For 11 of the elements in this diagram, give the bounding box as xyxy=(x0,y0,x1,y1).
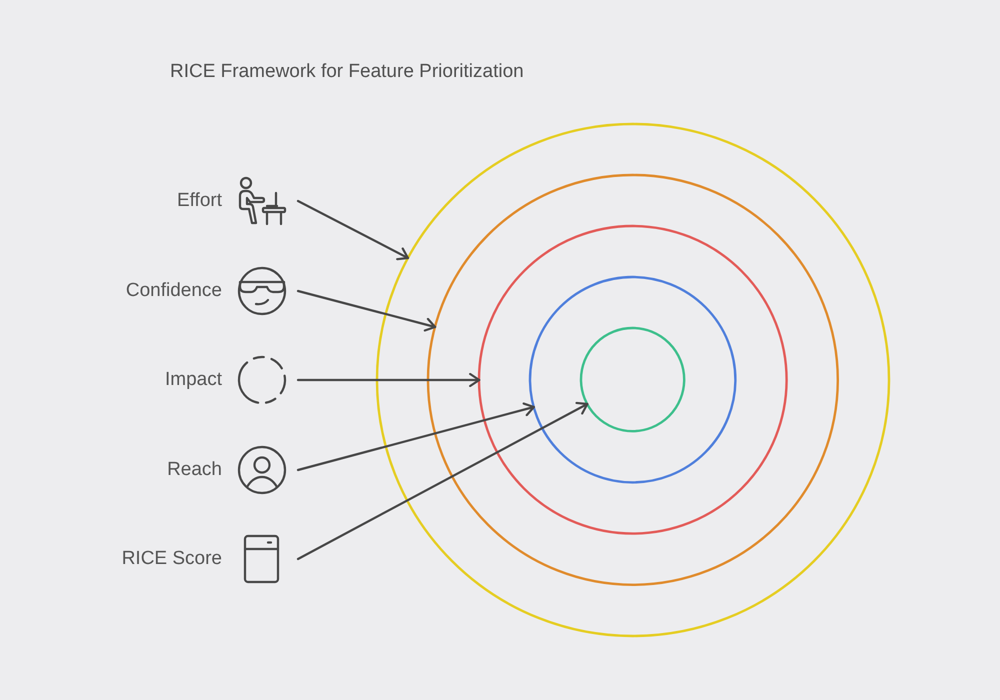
arrow xyxy=(296,402,535,472)
diagram-title: RICE Framework for Feature Prioritization xyxy=(170,61,524,83)
arrow xyxy=(296,402,588,560)
arrow xyxy=(296,372,480,388)
node-label: Reach xyxy=(167,459,222,481)
arrow xyxy=(296,200,410,260)
node-label: Impact xyxy=(164,369,222,391)
arrow xyxy=(296,290,436,332)
node-label: Effort xyxy=(176,190,222,212)
node-label: RICE Score xyxy=(122,548,222,570)
node-label: Confidence xyxy=(126,280,222,302)
